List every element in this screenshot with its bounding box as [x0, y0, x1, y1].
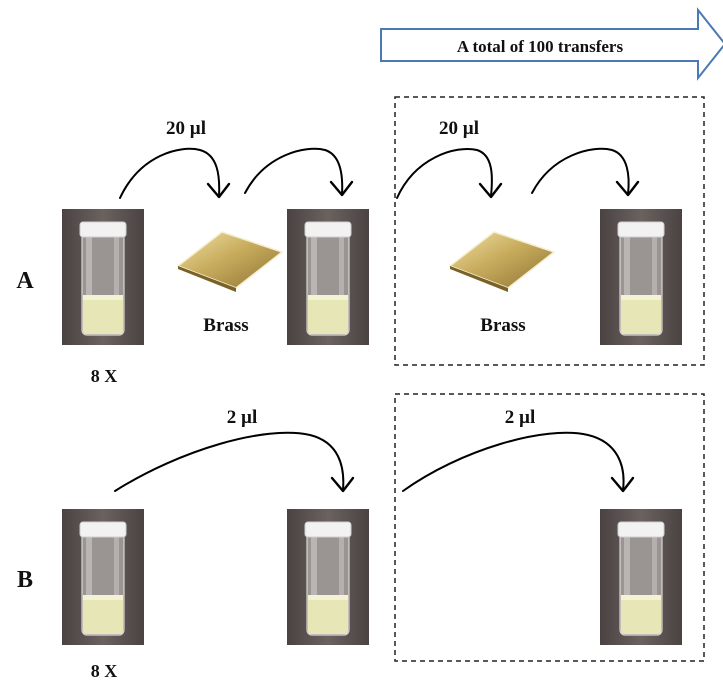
transfer-arrow-a-1	[119, 147, 231, 199]
brass-plate-2	[449, 231, 555, 293]
volume-label-b-2: 2 µl	[505, 407, 535, 428]
row-label-a: A	[16, 268, 34, 294]
banner-text: A total of 100 transfers	[457, 37, 624, 56]
brass-label-1: Brass	[203, 315, 248, 336]
volume-label-a-1: 20 µl	[166, 118, 206, 139]
volume-label-b-1: 2 µl	[227, 407, 257, 428]
volume-label-a-2: 20 µl	[439, 118, 479, 139]
magnification-b: 8 X	[91, 661, 118, 681]
total-transfers-banner: A total of 100 transfers	[380, 7, 723, 81]
brass-plate-1	[177, 231, 283, 293]
transfer-arrow-b-2	[402, 431, 635, 493]
brass-label-2: Brass	[480, 315, 525, 336]
transfer-arrow-a-4	[531, 147, 640, 197]
transfer-arrow-a-2	[244, 147, 354, 197]
vial-a-2	[286, 208, 370, 346]
banner-arrow-shape	[380, 7, 723, 81]
repeat-box-a	[394, 96, 705, 366]
repeat-box-b	[394, 393, 705, 662]
vial-b-2	[286, 508, 370, 646]
transfer-arrow-b-1	[114, 431, 355, 493]
row-label-b: B	[17, 567, 33, 593]
vial-b-1	[61, 508, 145, 646]
transfer-arrow-a-3	[396, 148, 503, 199]
vial-a-3	[599, 208, 683, 346]
vial-b-3	[599, 508, 683, 646]
vial-a-1	[61, 208, 145, 346]
magnification-a: 8 X	[91, 366, 118, 386]
